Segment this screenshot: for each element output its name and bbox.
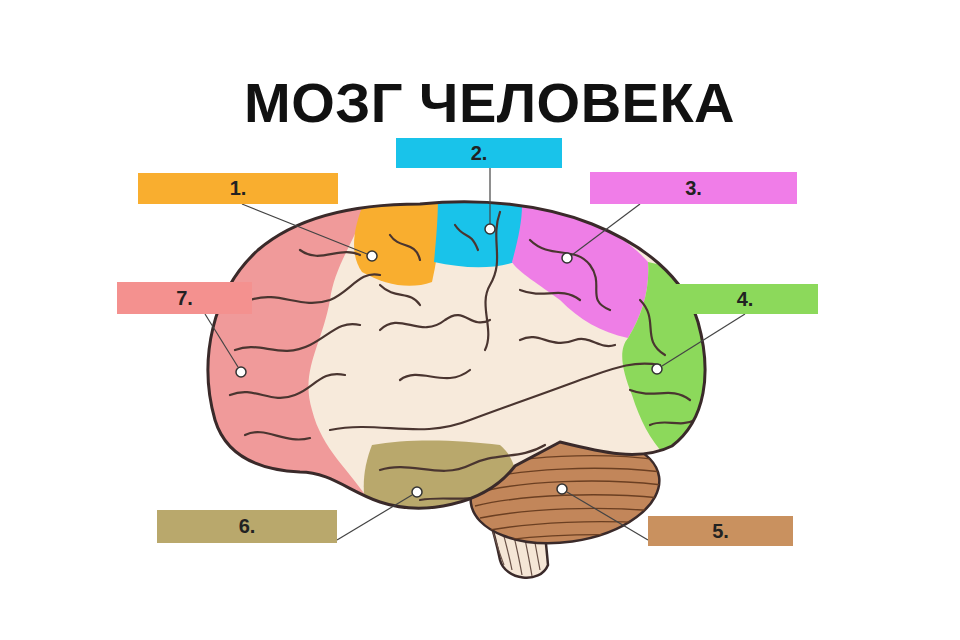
gyrus [380,445,545,471]
leader-line [242,204,367,254]
gyrus [300,250,360,256]
callout-dot [236,367,246,377]
callout-number: 1. [230,177,247,200]
gyrus [250,274,380,303]
callout-dot [562,253,572,263]
cerebrum-outline [208,202,705,508]
folium [490,522,645,530]
callout-dot [367,251,377,261]
gyrus [230,374,345,398]
gyrus [235,324,360,351]
gyrus [380,285,420,305]
leader-line [489,167,490,224]
folium [480,508,655,518]
gyrus [245,432,310,439]
callout-box: 3. [590,172,797,204]
lobe-area-3 [512,205,648,338]
leader-line [567,492,648,540]
callout-dot [412,487,422,497]
gyri [230,212,695,500]
callout-box: 1. [138,173,338,204]
callout-dots [236,224,662,497]
leader-line [205,314,238,367]
leader-line [572,204,640,255]
gyrus [380,315,490,330]
gyrus [390,235,420,260]
leader-line [662,314,745,366]
diagram-title: МОЗГ ЧЕЛОВЕКА [244,70,735,135]
callout-box: 4. [672,284,818,314]
gyrus [455,225,478,250]
callout-number: 2. [471,142,488,165]
callout-number: 6. [239,515,256,538]
lobe-area-1 [354,200,440,286]
folium [505,535,630,540]
lateral-sulcus [330,364,660,430]
gyrus [630,390,690,400]
leader-line [337,495,412,540]
callout-dot [652,364,662,374]
callout-dot [557,484,567,494]
gyrus [520,290,580,300]
leader-lines [205,167,745,540]
central-sulcus [485,212,500,350]
callout-number: 4. [737,288,754,311]
callout-box: 2. [396,138,562,168]
callout-box: 6. [157,510,337,543]
lobe-colours [180,190,730,540]
gyrus [650,420,695,425]
temporal-area [364,440,520,520]
callout-number: 3. [685,177,702,200]
gyrus [530,240,610,310]
folium [475,495,660,506]
callout-box: 5. [648,516,793,546]
callout-number: 7. [176,287,193,310]
callout-number: 5. [712,520,729,543]
gyrus [520,337,615,346]
callout-dot [485,224,495,234]
gyrus [400,370,470,380]
cerebrum [180,190,730,540]
gyrus [640,300,665,355]
callout-box: 7. [117,282,252,314]
